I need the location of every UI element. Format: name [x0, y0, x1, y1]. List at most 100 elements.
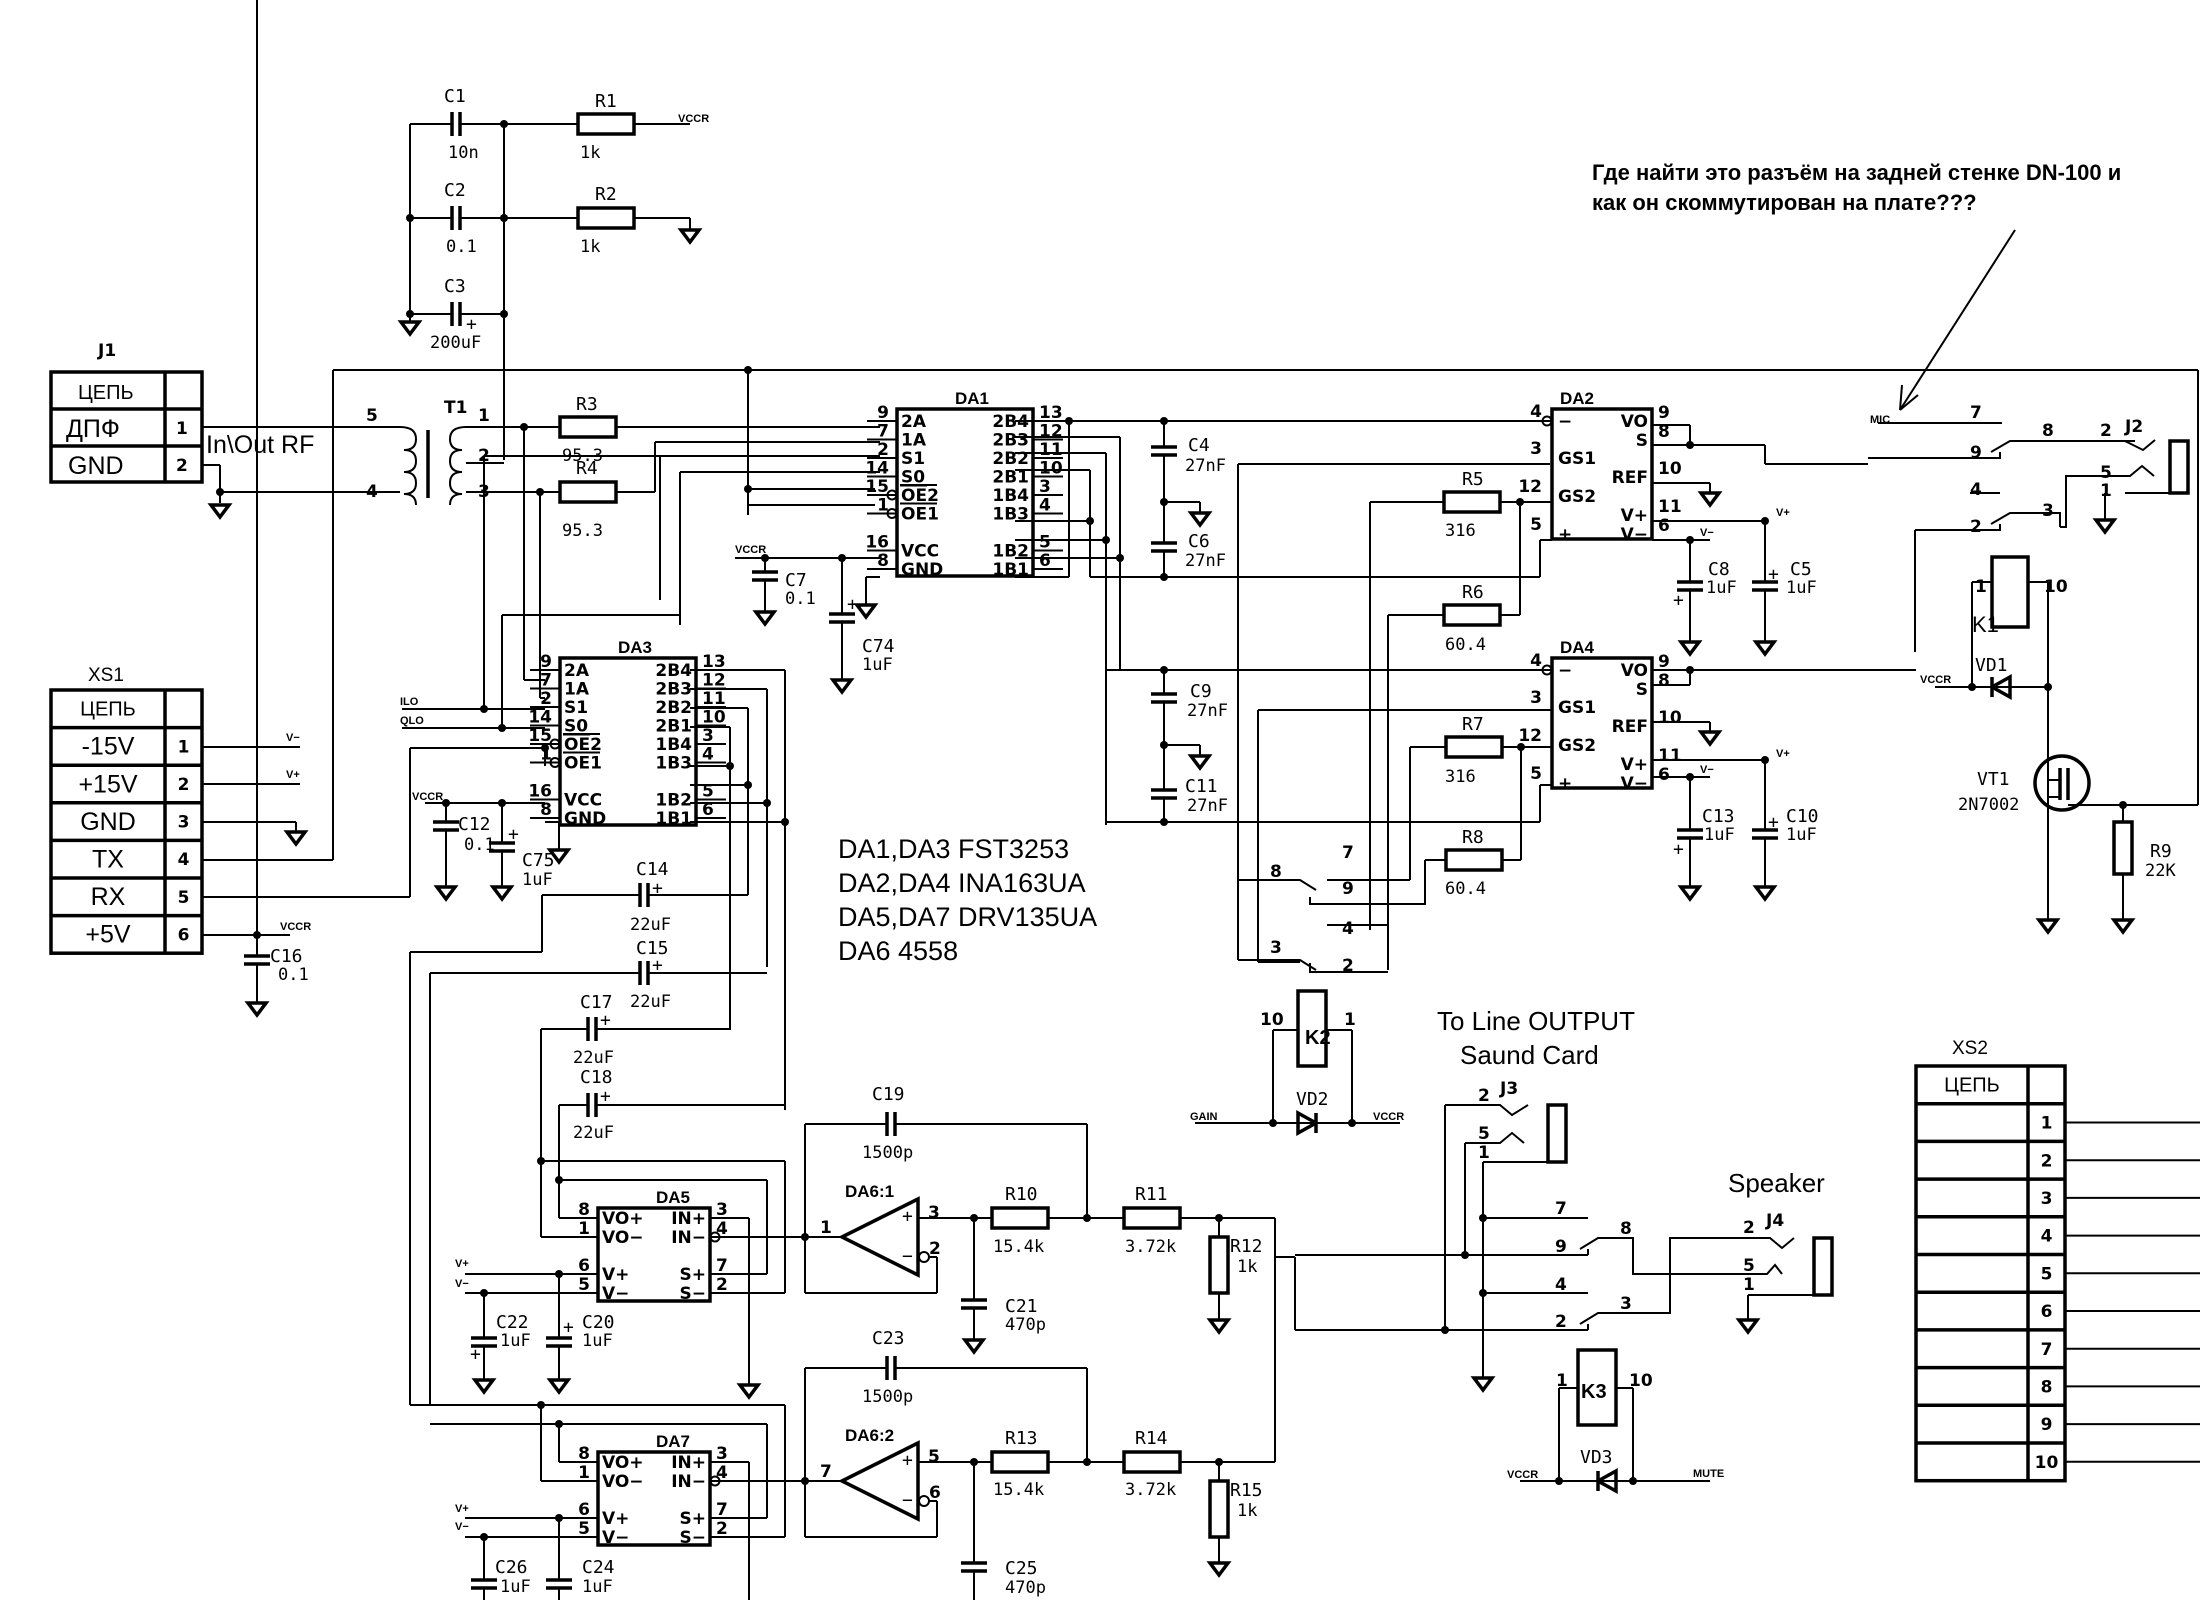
- da4-body: [1550, 656, 1654, 790]
- pin-label: V−: [602, 1528, 629, 1548]
- r3-r4: R3 95.3 R4 95.3: [520, 394, 880, 699]
- svg-text:VCCR: VCCR: [1507, 1469, 1538, 1481]
- c15-value: 22uF: [630, 992, 671, 1012]
- annotation-line-2: как он скоммутирован на плате???: [1592, 190, 1977, 215]
- pin-number: 5: [1530, 515, 1542, 535]
- pin-number: 14: [865, 459, 889, 479]
- pin-label: S0: [564, 717, 588, 737]
- svg-text:+: +: [470, 1344, 481, 1365]
- j3-ref: J3: [1499, 1079, 1518, 1099]
- pin-label: OE1: [901, 505, 939, 525]
- pin-number: 8: [578, 1444, 590, 1464]
- pin-label: VCC: [564, 791, 602, 811]
- pin-label: S0: [901, 468, 925, 488]
- pin-number: 10: [1658, 708, 1682, 728]
- c10-ref: C10: [1786, 806, 1819, 827]
- svg-text:+: +: [466, 314, 477, 335]
- r7-ref: R7: [1462, 714, 1484, 735]
- connector-row-pin: 6: [2041, 1302, 2053, 1322]
- pin-label: 2A: [901, 412, 927, 432]
- c23-value: 1500p: [862, 1387, 913, 1407]
- c2-ref: C2: [444, 180, 466, 201]
- svg-text:5: 5: [2100, 463, 2112, 483]
- pin-label: 2B3: [992, 431, 1029, 451]
- pin-number: 2: [716, 1275, 728, 1295]
- pin-label: IN−: [671, 1472, 706, 1492]
- c6-ref: C6: [1188, 531, 1210, 552]
- c11-ref: C11: [1185, 776, 1218, 797]
- c20-value: 1uF: [582, 1331, 613, 1351]
- svg-text:V+: V+: [455, 1503, 469, 1515]
- da2-ref: DA2: [1560, 389, 1594, 408]
- r12-ref: R12: [1230, 1236, 1263, 1257]
- r9-value: 22K: [2145, 861, 2176, 881]
- c20-ref: C20: [582, 1312, 615, 1333]
- connector-row-pin: 1: [2041, 1114, 2053, 1134]
- pin-label: REF: [1612, 468, 1648, 488]
- pin-number: 7: [716, 1500, 728, 1520]
- line-output-label-2: Saund Card: [1460, 1040, 1599, 1070]
- pin-number: 9: [1658, 403, 1670, 423]
- r14-value: 3.72k: [1125, 1480, 1176, 1500]
- pin-label: 2B4: [655, 661, 692, 681]
- svg-text:3: 3: [2042, 501, 2054, 521]
- da2-body: [1550, 407, 1654, 541]
- pin-number: 15: [865, 477, 889, 497]
- r6-value: 60.4: [1445, 635, 1486, 655]
- c12-ref: C12: [458, 814, 491, 835]
- svg-text:ILO: ILO: [400, 696, 419, 708]
- svg-text:+: +: [902, 1450, 913, 1471]
- c5-ref: C5: [1790, 559, 1812, 580]
- j1-ref: J1: [97, 341, 116, 361]
- c25-value: 470p: [1005, 1578, 1046, 1598]
- c4-value: 27nF: [1185, 456, 1226, 476]
- r7-value: 316: [1445, 767, 1476, 787]
- pin-label: VO: [1621, 661, 1648, 681]
- pin-number: 11: [1658, 746, 1682, 766]
- da5-body: [596, 1206, 712, 1303]
- svg-text:+: +: [563, 1317, 574, 1338]
- da1-right-wiring: C4 27nF C6 27nF: [1015, 417, 1552, 960]
- svg-text:2: 2: [1478, 1086, 1490, 1106]
- da5-wiring: V+ V− + C22 1uF + C20 1uF: [455, 1157, 805, 1400]
- svg-text:8: 8: [1270, 862, 1282, 882]
- connector-row-pin: 8: [2041, 1377, 2053, 1397]
- line-output-label-1: To Line OUTPUT: [1437, 1006, 1635, 1036]
- r10-value: 15.4k: [993, 1237, 1044, 1257]
- pin-number: 3: [702, 726, 714, 746]
- connector-row-pin: 3: [178, 813, 190, 833]
- pin-number: 8: [877, 551, 889, 571]
- svg-text:−: −: [902, 1490, 913, 1511]
- pin-label: 1B4: [655, 735, 692, 755]
- svg-text:+: +: [508, 824, 519, 845]
- c8-ref: C8: [1708, 559, 1730, 580]
- svg-text:4: 4: [1970, 480, 1982, 500]
- svg-text:1: 1: [2100, 481, 2112, 501]
- c22-ref: C22: [496, 1312, 529, 1333]
- r12-value: 1k: [1237, 1257, 1257, 1277]
- r4-ref: R4: [576, 458, 598, 479]
- c9-value: 27nF: [1187, 701, 1228, 721]
- pin-label: S1: [564, 698, 588, 718]
- da3-left-wiring: ILO QLO VCCR C12 0.1 + C75 1uF: [400, 455, 680, 902]
- c21-value: 470p: [1005, 1315, 1046, 1335]
- da1-body: [895, 407, 1035, 578]
- svg-text:1: 1: [1344, 1010, 1356, 1030]
- pin-label: GND: [564, 809, 606, 829]
- parts-list-item: DA1,DA3 FST3253: [838, 834, 1069, 864]
- c24-value: 1uF: [582, 1577, 613, 1597]
- pin-label: 1B4: [992, 486, 1029, 506]
- svg-text:VCCR: VCCR: [735, 544, 766, 556]
- in-out-rf-label: In\Out RF: [206, 431, 314, 459]
- svg-text:3: 3: [1620, 1294, 1632, 1314]
- r10-ref: R10: [1005, 1184, 1038, 1205]
- r6-ref: R6: [1462, 582, 1484, 603]
- pin-label: −: [1558, 661, 1572, 681]
- svg-text:VCCR: VCCR: [280, 921, 311, 933]
- c12-value: 0.1: [464, 835, 495, 855]
- relay-k2: K2 10 1 VD2 GAIN VCCR: [1190, 989, 1404, 1136]
- pin-label: 1B3: [655, 754, 692, 774]
- connector-row-pin: 2: [178, 775, 190, 795]
- svg-text:+: +: [600, 1086, 611, 1107]
- pin-label: 1B2: [992, 542, 1029, 562]
